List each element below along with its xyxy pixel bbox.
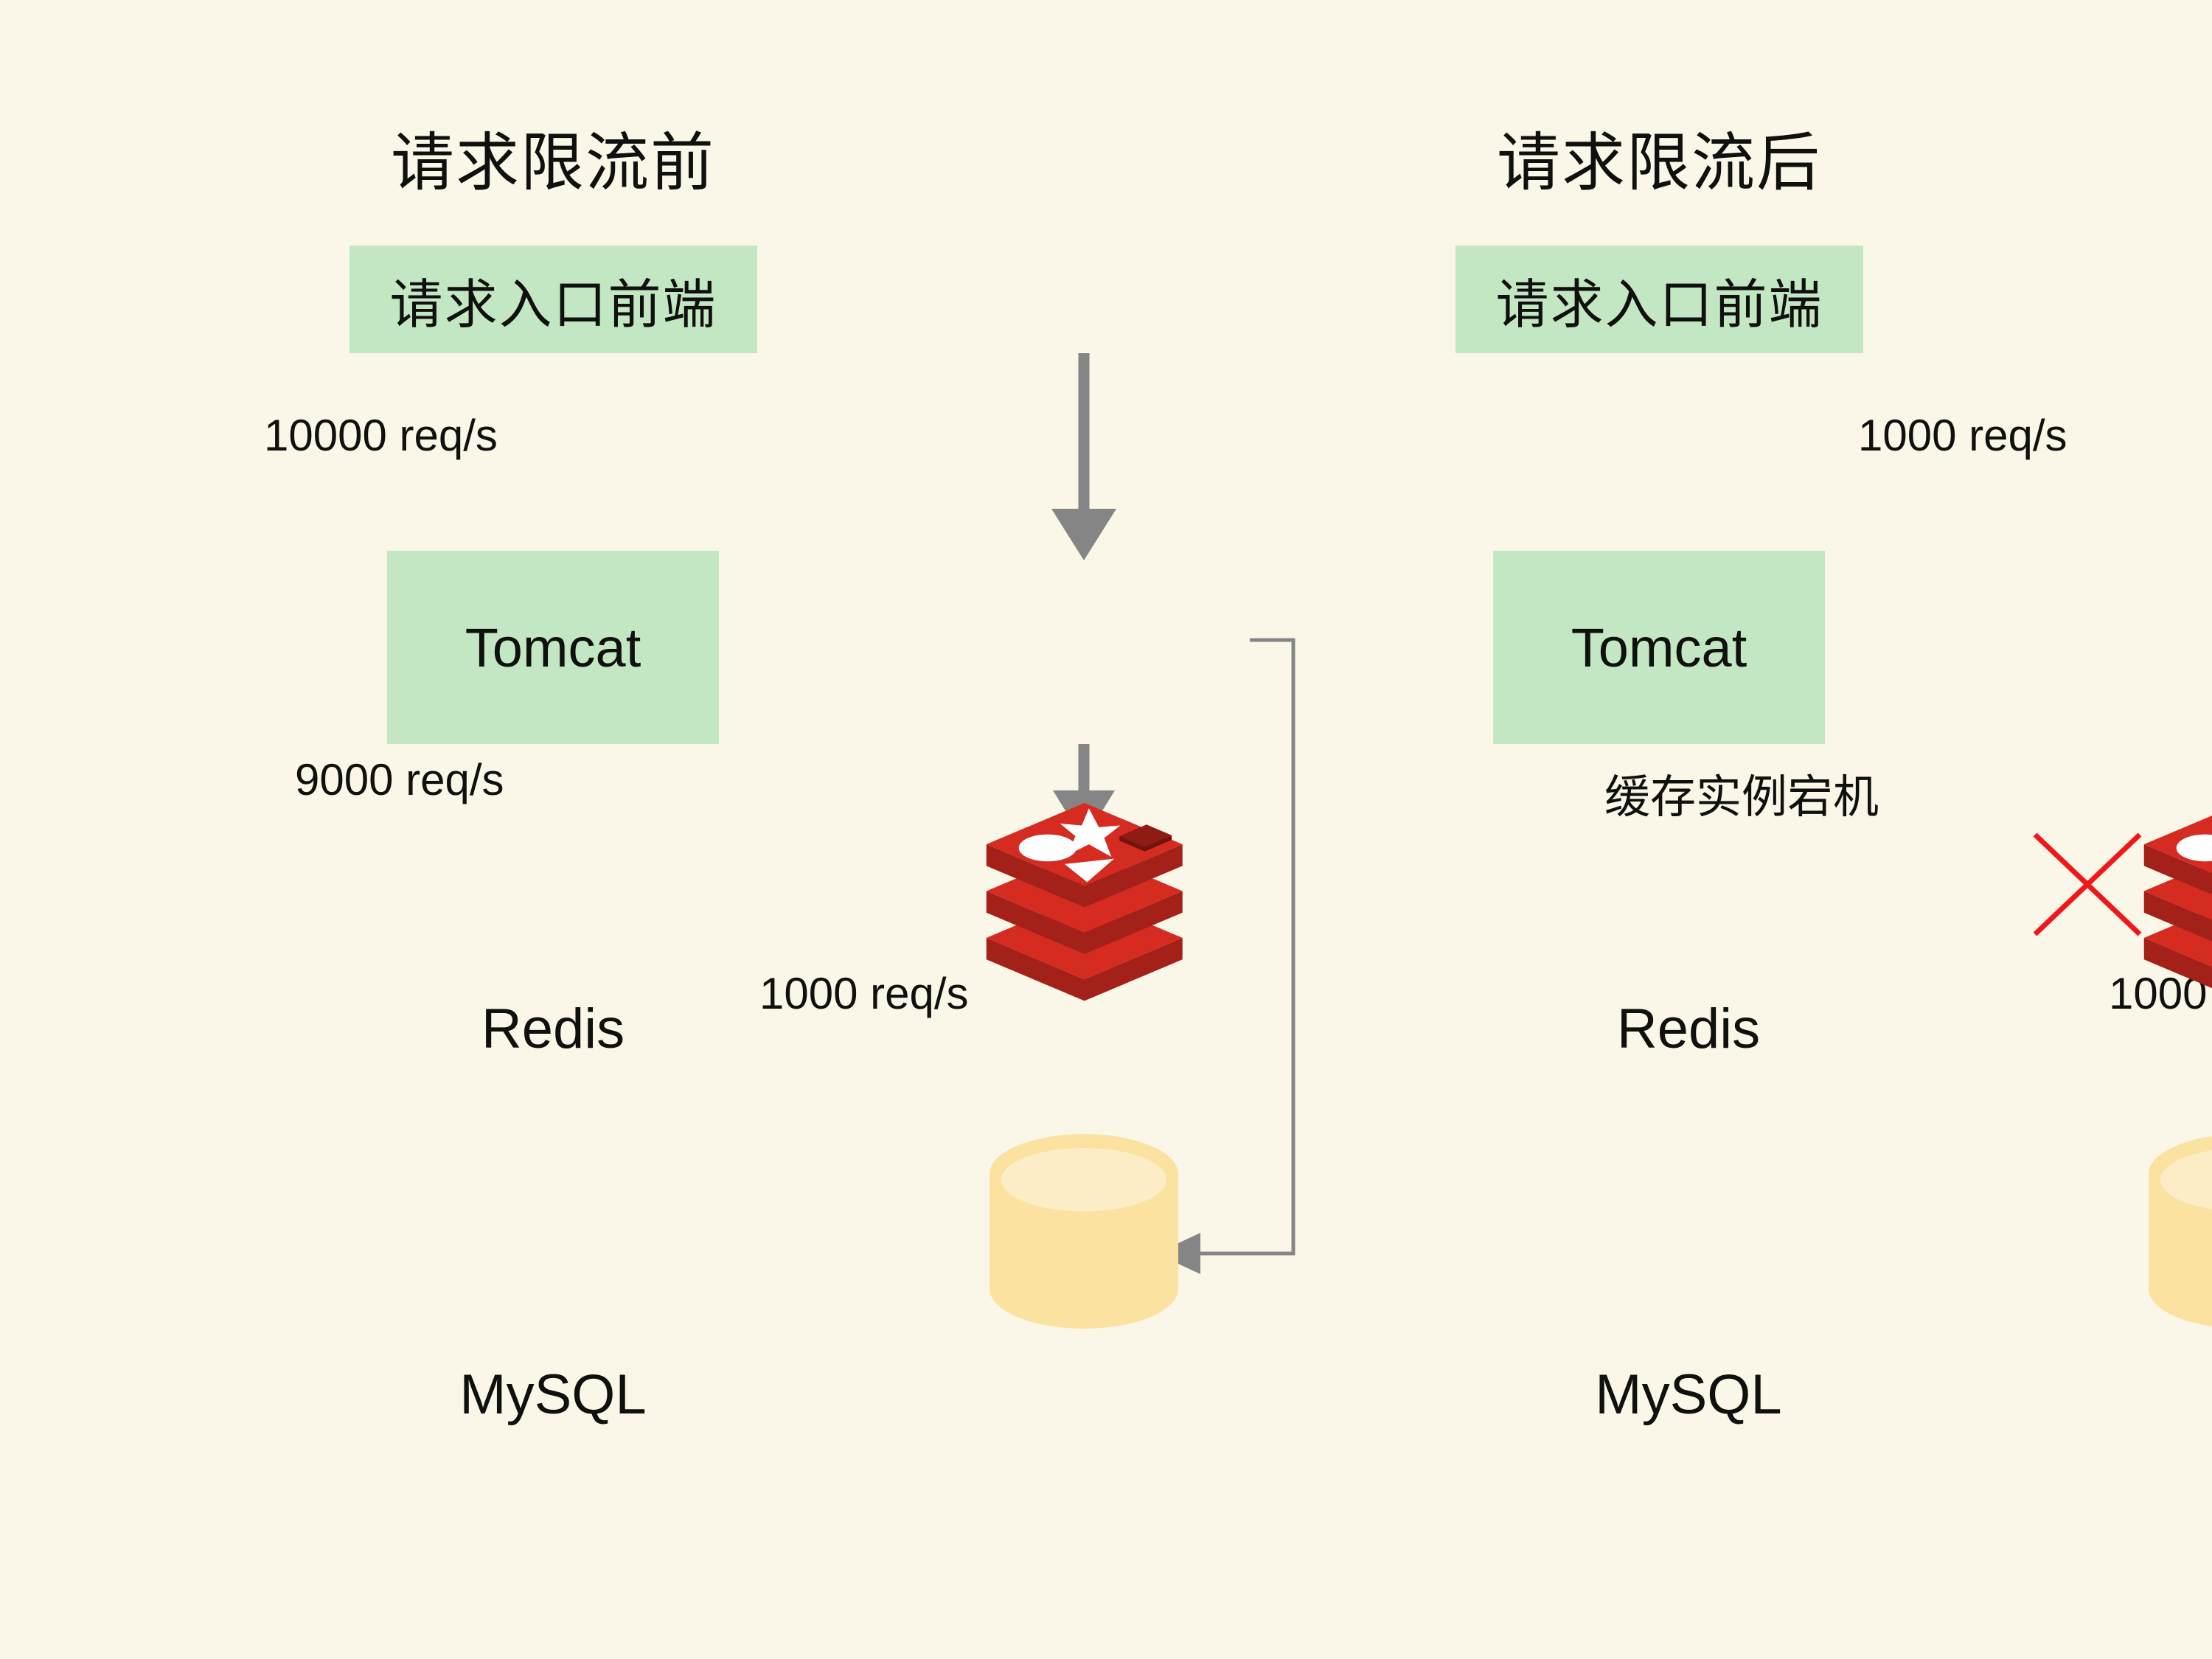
edge-frontend-to-tomcat-before xyxy=(1051,353,1116,560)
node-frontend-after[interactable]: 请求入口前端 xyxy=(1455,246,1863,353)
panel-title-before: 请求限流前 xyxy=(391,128,715,198)
node-frontend-label: 请求入口前端 xyxy=(1495,275,1823,335)
edge-label-frontend-to-tomcat-after: 1000 req/s xyxy=(1858,411,2067,460)
panel-before-rate-limit: 请求限流前 请求入口前端 Tomcat 10000 req/s 9000 req… xyxy=(264,128,1295,1426)
edge-label-tomcat-to-redis-before: 9000 req/s xyxy=(295,755,504,804)
node-frontend-label: 请求入口前端 xyxy=(389,275,717,335)
node-redis-label-before: Redis xyxy=(481,998,625,1060)
node-frontend-before[interactable]: 请求入口前端 xyxy=(349,246,757,353)
redis-logo-icon-after xyxy=(2143,815,2212,989)
node-redis-label-after: Redis xyxy=(1616,998,1761,1060)
node-tomcat-label: Tomcat xyxy=(1571,616,1747,678)
edges-layer-after xyxy=(2033,815,2212,1326)
node-tomcat-label: Tomcat xyxy=(465,616,641,678)
database-cylinder-icon-after xyxy=(2149,1136,2212,1326)
red-x-icon xyxy=(2033,832,2142,936)
node-tomcat-before[interactable]: Tomcat xyxy=(387,551,719,744)
edge-label-frontend-to-tomcat-before: 10000 req/s xyxy=(264,411,498,460)
node-mysql-label-before: MySQL xyxy=(459,1363,647,1426)
annotation-cache-crashed: 缓存实例宕机 xyxy=(1604,772,1879,823)
panel-title-after: 请求限流后 xyxy=(1497,128,1821,198)
panel-after-rate-limit: 请求限流后 请求入口前端 Tomcat 1000 req/s 1000 req/… xyxy=(1106,0,2212,1659)
node-tomcat-after[interactable]: Tomcat xyxy=(1493,551,1825,744)
database-cylinder-icon-before xyxy=(990,1134,1178,1329)
edge-label-tomcat-to-mysql-before: 1000 req/s xyxy=(759,969,969,1018)
redis-logo-icon-before xyxy=(986,802,1183,1001)
node-mysql-label-after: MySQL xyxy=(1595,1363,1782,1426)
